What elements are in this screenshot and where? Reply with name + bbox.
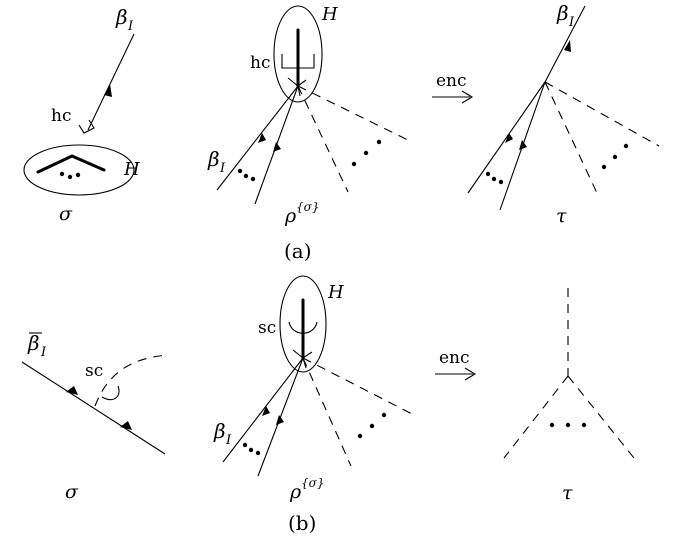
enc-label: enc [436, 71, 467, 91]
panel-b-tau: τ [503, 288, 635, 504]
jet-line [216, 85, 299, 191]
soft-line [297, 85, 413, 143]
dot [549, 422, 555, 428]
dot [498, 179, 504, 185]
rho-label: ρ [289, 481, 302, 503]
sigma-label: σ [59, 203, 73, 225]
dot [351, 161, 357, 167]
beta-label: β [27, 331, 40, 355]
hard-subgraph-ellipse [279, 275, 327, 373]
arrow-marker [258, 133, 266, 143]
dot [357, 433, 363, 439]
jet-line [257, 357, 304, 477]
beta-label: β [115, 5, 128, 29]
dot [59, 171, 65, 177]
rho-superscript: {σ} [301, 476, 324, 490]
hard-subgraph-ellipse [273, 5, 323, 103]
dot [565, 422, 571, 428]
dot [601, 164, 607, 170]
sc-label: sc [85, 361, 103, 381]
arrow-marker [273, 142, 281, 152]
dot [255, 450, 261, 456]
dot [237, 168, 243, 174]
beta-line [87, 33, 135, 131]
arrow-marker [505, 133, 513, 143]
hc-label: hc [250, 53, 270, 73]
dot [623, 143, 629, 149]
panel-b-enc-arrow: enc [435, 348, 477, 381]
beta-label: β [213, 419, 226, 443]
soft-gluon-line [94, 354, 169, 407]
arrow-head [461, 90, 474, 104]
dot [67, 174, 73, 180]
panel-a-enc-arrow: enc [432, 71, 474, 104]
beta-subscript: I [568, 15, 575, 30]
sigma-label: σ [65, 481, 79, 503]
jet-line [467, 81, 546, 194]
panel-b-sigma: β I sc σ [21, 331, 169, 503]
hc-bracket [78, 119, 95, 134]
rho-superscript: {σ} [296, 200, 319, 214]
arrow-marker [276, 415, 284, 425]
beta-line [544, 5, 586, 83]
beta-subscript: I [40, 345, 47, 360]
enc-label: enc [439, 348, 470, 368]
beta-bar-line [21, 361, 166, 455]
dot [242, 442, 248, 448]
beta-subscript: I [219, 161, 226, 176]
dot [491, 176, 497, 182]
arrow-marker [120, 421, 132, 430]
jet-line [222, 357, 304, 463]
arrow-marker [564, 40, 571, 52]
beta-label: β [207, 147, 220, 171]
arrow-marker [66, 386, 78, 395]
sc-label: sc [258, 318, 276, 338]
soft-line [544, 81, 660, 147]
arrow-marker [262, 406, 270, 416]
dot [485, 171, 491, 177]
dot [250, 176, 256, 182]
panel-a-sigma: β I hc H σ [23, 5, 140, 225]
soft-line [302, 357, 417, 417]
beta-label: β [556, 1, 569, 25]
soft-line [302, 357, 352, 467]
dot [248, 447, 254, 453]
dot [381, 412, 387, 418]
caption-a: (a) [284, 239, 312, 263]
hc-bracket [281, 54, 315, 69]
H-label: H [327, 282, 344, 303]
soft-line [544, 81, 598, 194]
dot [363, 150, 369, 156]
sc-arc [288, 321, 318, 334]
soft-line [567, 375, 635, 459]
H-label: H [321, 4, 338, 25]
rho-label: ρ [284, 205, 297, 227]
dot [75, 172, 81, 178]
dot [612, 154, 618, 160]
sc-arc [101, 385, 120, 401]
hc-label: hc [51, 106, 71, 126]
tau-label: τ [556, 205, 567, 227]
beta-subscript: I [225, 433, 232, 448]
dot [369, 423, 375, 429]
hard-subgraph-ellipse [23, 144, 135, 196]
panel-a-rho: H hc β I ρ {σ} (a) [207, 4, 413, 263]
tau-label: τ [562, 482, 573, 504]
dot [581, 422, 587, 428]
soft-line [503, 375, 569, 459]
arrow-head [464, 367, 477, 381]
caption-b: (b) [288, 511, 316, 535]
soft-line [297, 85, 349, 193]
hard-vertex [36, 154, 106, 174]
beta-subscript: I [127, 19, 134, 34]
arrow-marker [519, 140, 527, 150]
panel-b-rho: H sc β I ρ {σ} (b) [213, 275, 417, 535]
arrow-marker [104, 84, 112, 97]
dot [376, 139, 382, 145]
dot [243, 173, 249, 179]
H-label: H [123, 159, 140, 180]
panel-a-tau: β I τ [467, 1, 660, 227]
